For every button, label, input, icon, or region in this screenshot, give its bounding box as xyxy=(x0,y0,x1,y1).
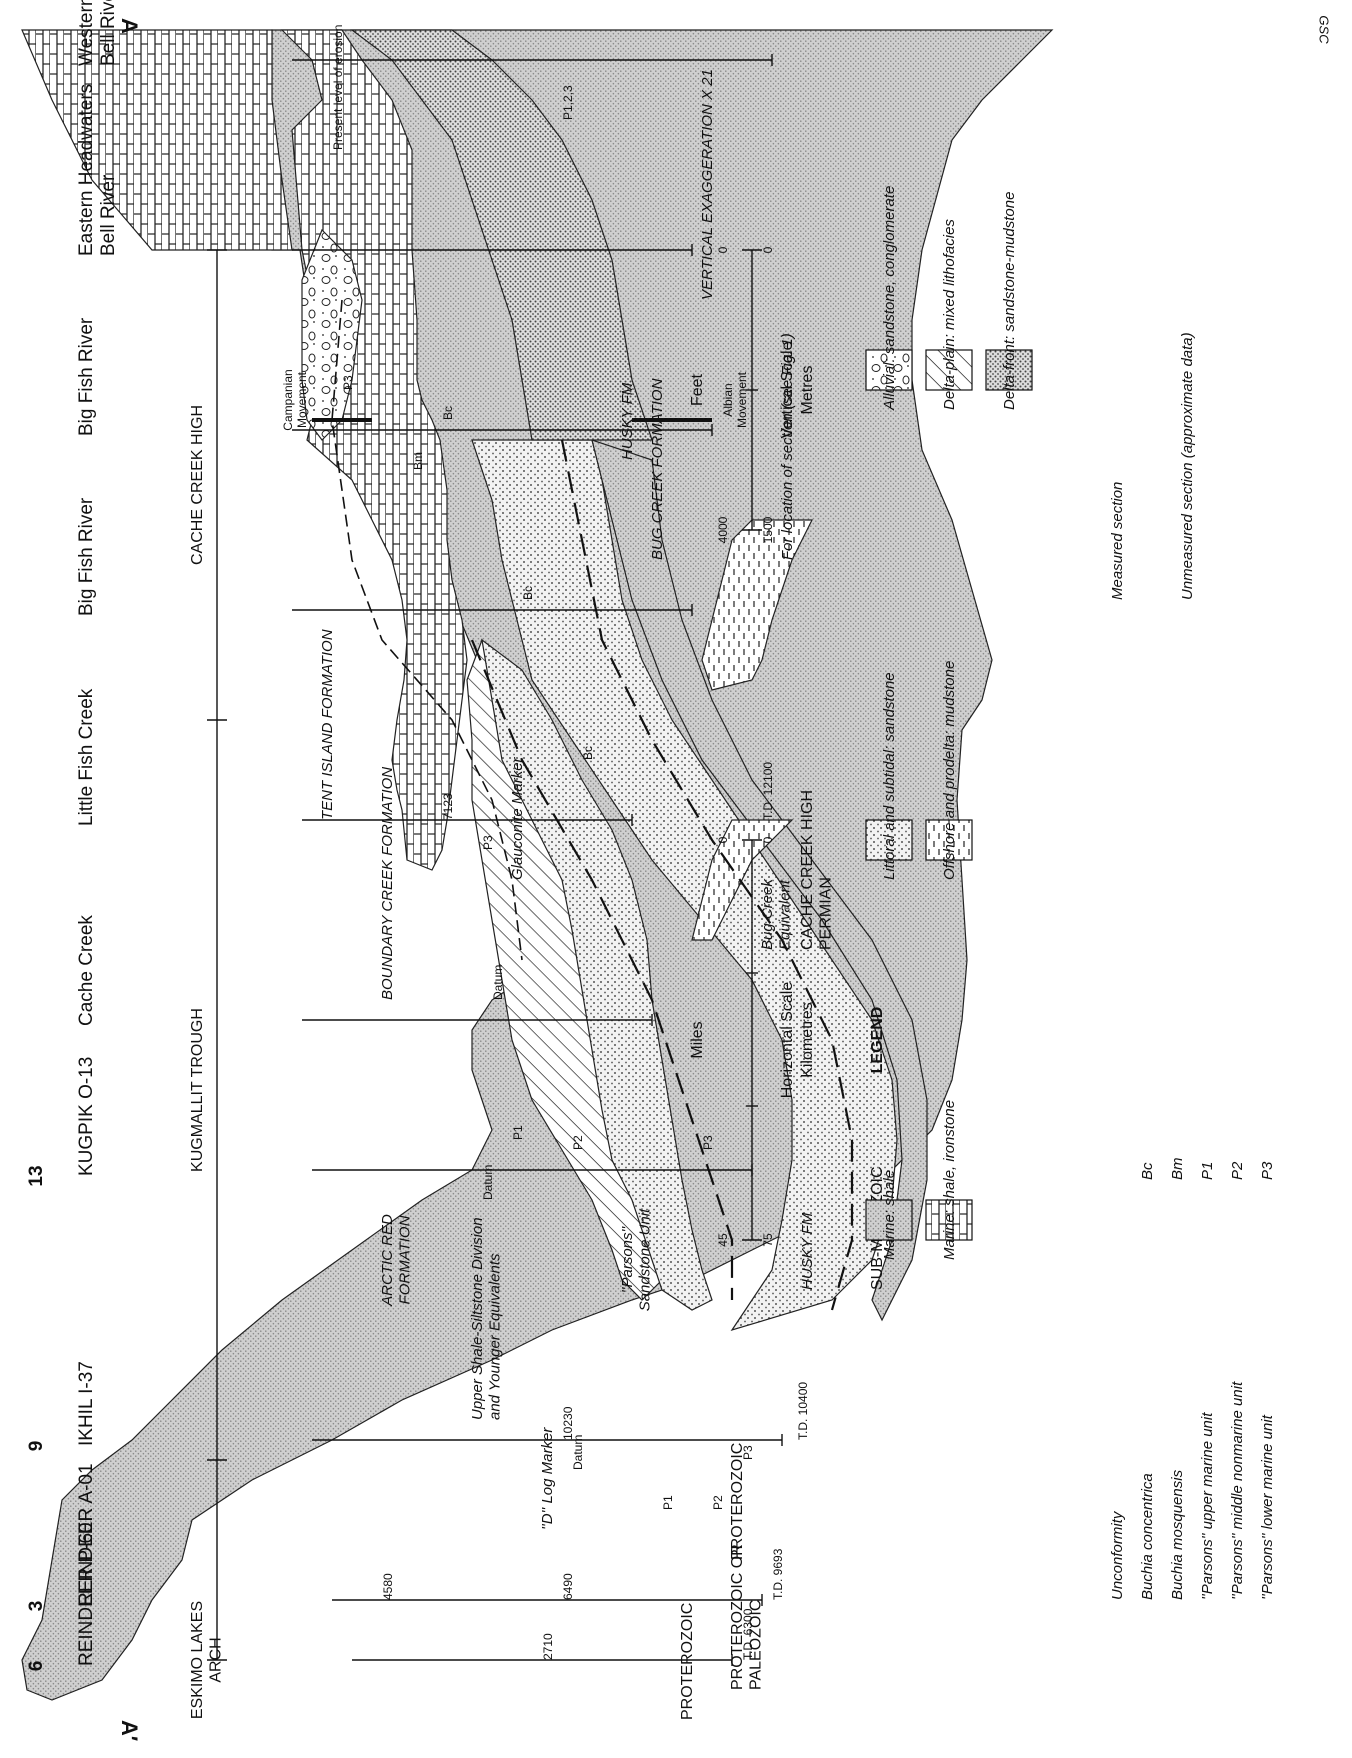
horizontal-scale-tick1-end: 75 xyxy=(761,1233,775,1247)
vertical-scale-title: Vertical Scale xyxy=(779,341,796,438)
well-number: 3 xyxy=(26,1601,47,1612)
formation-bug-creek: BUG CREEK FORMATION xyxy=(649,378,666,560)
depth-reindeer-a01-td: T.D. 9693 xyxy=(771,1548,785,1600)
well-name: Big Fish River xyxy=(76,317,97,436)
unit-label-p1-b: P1 xyxy=(661,1495,675,1510)
horizontal-scale-unit1: Kilometres xyxy=(799,1002,816,1078)
depth-reindeer-a01-mid: 6490 xyxy=(561,1573,575,1600)
vertical-exaggeration-label: VERTICAL EXAGGERATION X 21 xyxy=(699,69,716,300)
d-log-marker-label: ''D'' Log Marker xyxy=(539,1427,556,1530)
depth-kugpik-td: T.D. 12100 xyxy=(761,762,775,820)
vertical-scale-tick1-end: 1500 xyxy=(761,516,775,543)
well-name: Little Fish Creek xyxy=(76,688,97,826)
formation-proterozoic: PROTEROZOIC xyxy=(679,1603,696,1720)
legend-symbol-code: Bm xyxy=(1169,1158,1186,1181)
legend-symbol-code: Bc xyxy=(1139,1162,1156,1180)
legend-symbol-label: ''Parsons'' upper marine unit xyxy=(1199,1412,1216,1600)
legend-label-marine-ironstone: Marine: shale, ironstone xyxy=(941,1100,958,1260)
present-level-label: Present level of erosion xyxy=(331,25,345,150)
legend-label-delta-front: Delta-front: sandstone-mudstone xyxy=(1001,192,1018,410)
domain-cache-creek-high: CACHE CREEK HIGH xyxy=(189,405,206,565)
formation-tent-island: TENT ISLAND FORMATION xyxy=(319,629,336,820)
well-name: IKHIL I-37 xyxy=(76,1361,97,1446)
well-number: 13 xyxy=(26,1165,47,1186)
formation-husky-1: HUSKY FM xyxy=(619,382,636,460)
campanian-movement-label: CampanianMovement xyxy=(281,369,309,430)
vertical-scale-unit1: Metres xyxy=(799,366,816,415)
domain-labels: CACHE CREEK HIGH KUGMALLIT TROUGH ESKIMO L… xyxy=(189,405,224,1719)
well-name: KUGPIK O-13 xyxy=(76,1057,97,1176)
well-name: Western HeadwatersBell River xyxy=(76,0,119,66)
well-number: 6 xyxy=(26,1661,47,1672)
legend-symbol-label: Unconformity xyxy=(1109,1510,1126,1600)
section-end-right: A′ xyxy=(117,1720,142,1741)
legend-symbol-label: Buchia mosquensis xyxy=(1169,1469,1186,1600)
unit-label-p2-b: P2 xyxy=(711,1495,725,1510)
well-name: REINDEER P-60 xyxy=(76,1522,97,1666)
vertical-scale-tick2-end: 4000 xyxy=(716,516,730,543)
legend-symbol-code: P2 xyxy=(1229,1161,1246,1180)
depth-ikhil-td: T.D. 10400 xyxy=(796,1382,810,1440)
domain-eskimo-lakes-arch: ESKIMO LAKESARCH xyxy=(189,1601,224,1719)
horizontal-scale-title: Horizontal Scale xyxy=(779,982,796,1099)
datum-label-1: Datum xyxy=(491,965,505,1000)
legend-symbol-code: P1 xyxy=(1199,1162,1216,1180)
datum-label-2: Datum xyxy=(481,1165,495,1200)
glauconite-marker-label: Glauconite Marker xyxy=(509,756,526,880)
formation-boundary-creek: BOUNDARY CREEK FORMATION xyxy=(379,767,396,1000)
horizontal-scale-tick2-start: 0 xyxy=(716,836,730,843)
legend-label-marine-shale: Marine: shale xyxy=(881,1170,898,1260)
vertical-scale-unit2: Feet xyxy=(689,373,706,406)
legend-symbol-label: Unmeasured section (approximate data) xyxy=(1179,332,1196,600)
unit-label-p2-a: P2 xyxy=(571,1135,585,1150)
legend-label-delta-plain: Delta-plain: mixed lithofacies xyxy=(941,219,958,410)
legend-label-alluvial: Alluvial: sandstone, conglomerate xyxy=(881,186,898,411)
legend-symbol-code: P3 xyxy=(1259,1161,1276,1180)
vertical-scale-tick2-start: 0 xyxy=(716,246,730,253)
unit-label-bc-2: Bc xyxy=(521,586,535,600)
unit-label-p3-c: P3 xyxy=(341,375,355,390)
legend-symbol-label: Buchia concentrica xyxy=(1139,1473,1156,1600)
unit-label-p123: P1,2,3 xyxy=(561,85,575,120)
formation-arctic-red: ARCTIC REDFORMATION xyxy=(379,1214,413,1307)
legend-symbol-label: ''Parsons'' lower marine unit xyxy=(1259,1414,1276,1600)
legend-label-littoral: Littoral and subtidal: sandstone xyxy=(881,672,898,880)
domain-kugmallit-trough: KUGMALLIT TROUGH xyxy=(189,1008,206,1172)
depth-reindeer-p60-top: 2710 xyxy=(541,1633,555,1660)
depth-reindeer-a01-top: 4580 xyxy=(381,1573,395,1600)
unit-label-p1-a: P1 xyxy=(511,1125,525,1140)
well-name: Big Fish River xyxy=(76,497,97,616)
formation-husky-2: HUSKY FM xyxy=(799,1212,816,1290)
depth-kugpik-top: 7123 xyxy=(441,793,455,820)
unit-label-p3-a: P3 xyxy=(701,1135,715,1150)
unit-label-p3-d: P3 xyxy=(741,1445,755,1460)
unit-label-bm: Bm xyxy=(411,452,425,470)
well-name: Cache Creek xyxy=(76,915,97,1026)
legend-title: LEGEND xyxy=(869,1007,886,1074)
unit-label-p3-b: P3 xyxy=(481,835,495,850)
horizontal-scale-unit2: Miles xyxy=(689,1021,706,1058)
section-end-left: A xyxy=(117,18,142,34)
legend-symbol-label: ''Parsons'' middle nonmarine unit xyxy=(1229,1381,1246,1600)
vertical-scale-tick1-start: 0 xyxy=(761,246,775,253)
western-ironstone-wedge xyxy=(22,30,292,250)
legend-label-offshore: Offshore and prodelta: mudstone xyxy=(941,661,958,880)
unit-label-bc-1: Bc xyxy=(441,406,455,420)
legend-symbol-label: Measured section xyxy=(1109,482,1126,600)
depth-ikhil-top: 10230 xyxy=(561,1406,575,1440)
well-number: 9 xyxy=(26,1441,47,1452)
horizontal-scale-tick2-end: 45 xyxy=(716,1233,730,1247)
formation-bug-creek-equivalent: Bug CreekEquivalent xyxy=(759,878,793,950)
depth-reindeer-p60-td: T.D. 6300 xyxy=(741,1608,755,1660)
unit-label-bc-3: Bc xyxy=(581,746,595,760)
horizontal-scale-tick1-start: 0 xyxy=(761,836,775,843)
